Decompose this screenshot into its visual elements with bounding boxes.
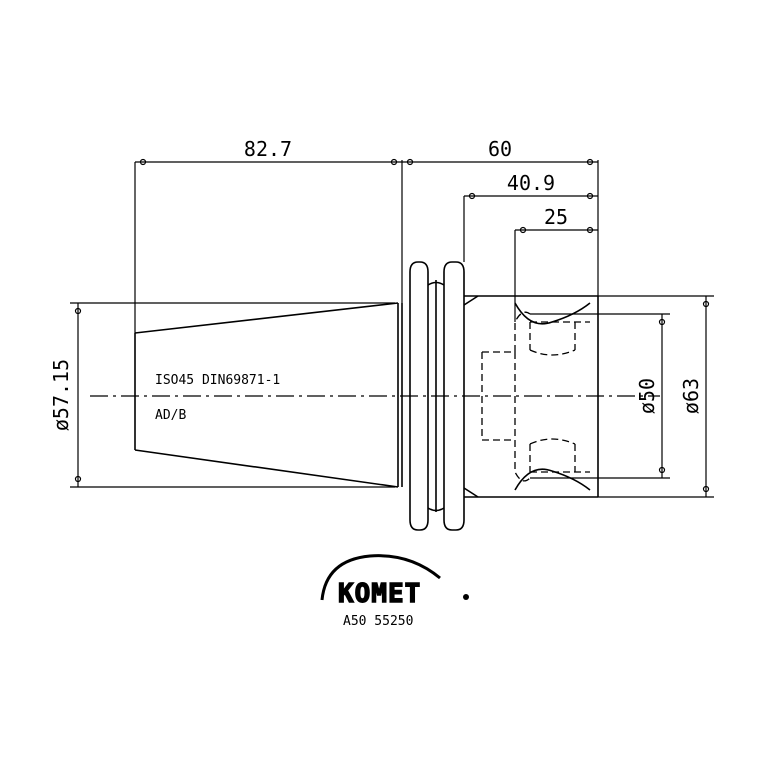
horizontal-dimensions [134, 160, 599, 333]
diameter-50-label: ø50 [635, 378, 659, 414]
registered-mark-icon [463, 594, 469, 600]
tool-body [463, 295, 599, 498]
standard-label: ISO45 DIN69871-1 [155, 373, 280, 388]
komet-logo: KOMET A50 55250 [320, 554, 469, 629]
logo-wordmark: KOMET [338, 579, 421, 609]
dimension-40-9-label: 40.9 [507, 171, 555, 195]
diameter-63-label: ø63 [679, 378, 703, 414]
logo-arc [320, 554, 441, 601]
dimension-60-label: 60 [488, 137, 512, 161]
dimension-82-7-label: 82.7 [244, 137, 292, 161]
vertical-dimension-ticks [74, 300, 710, 493]
diameter-57-15-label: ø57.15 [49, 359, 73, 431]
part-number: A50 55250 [343, 614, 413, 629]
variant-label: AD/B [155, 408, 186, 423]
flange [409, 261, 465, 531]
dimension-25-label: 25 [544, 205, 568, 229]
horizontal-dimension-ticks [139, 158, 594, 234]
taper-shank [134, 302, 403, 488]
vertical-dimensions [70, 295, 714, 498]
